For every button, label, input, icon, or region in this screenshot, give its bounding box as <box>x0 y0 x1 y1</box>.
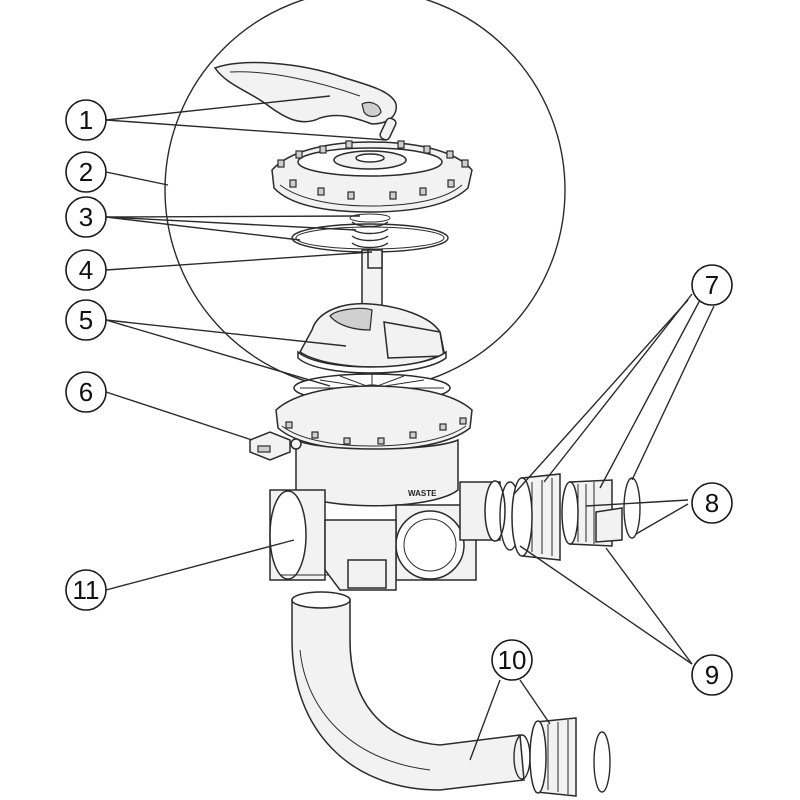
callout-4: 4 <box>65 249 107 291</box>
callout-11: 11 <box>65 569 107 611</box>
callout-label: 2 <box>79 157 93 187</box>
waste-stamp: WASTE <box>408 489 437 498</box>
callout-5: 5 <box>65 299 107 341</box>
callout-label: 5 <box>79 305 93 335</box>
callout-label: 8 <box>705 488 719 518</box>
callout-7: 7 <box>691 264 733 306</box>
callout-label: 4 <box>79 255 93 285</box>
drain-plug <box>249 431 302 461</box>
valve-stem <box>361 249 383 321</box>
callout-2: 2 <box>65 151 107 193</box>
top-cover-flange <box>271 140 473 213</box>
callout-label: 9 <box>705 660 719 690</box>
valve-body: WASTE <box>269 385 506 591</box>
callout-label: 3 <box>79 202 93 232</box>
union-fittings-right <box>499 473 641 561</box>
callout-8: 8 <box>691 482 733 524</box>
spring-and-oring <box>291 213 449 253</box>
callout-3: 3 <box>65 196 107 238</box>
callout-label: 1 <box>79 105 93 135</box>
handle-part <box>213 61 397 141</box>
callout-1: 1 <box>65 99 107 141</box>
callout-10: 10 <box>491 639 533 681</box>
callout-9: 9 <box>691 654 733 696</box>
callout-label: 10 <box>498 645 527 675</box>
callout-label: 6 <box>79 377 93 407</box>
callout-label: 11 <box>73 575 100 605</box>
callout-6: 6 <box>65 371 107 413</box>
bent-pipe <box>291 591 611 797</box>
leader-lines <box>105 95 715 761</box>
callout-label: 7 <box>705 270 719 300</box>
